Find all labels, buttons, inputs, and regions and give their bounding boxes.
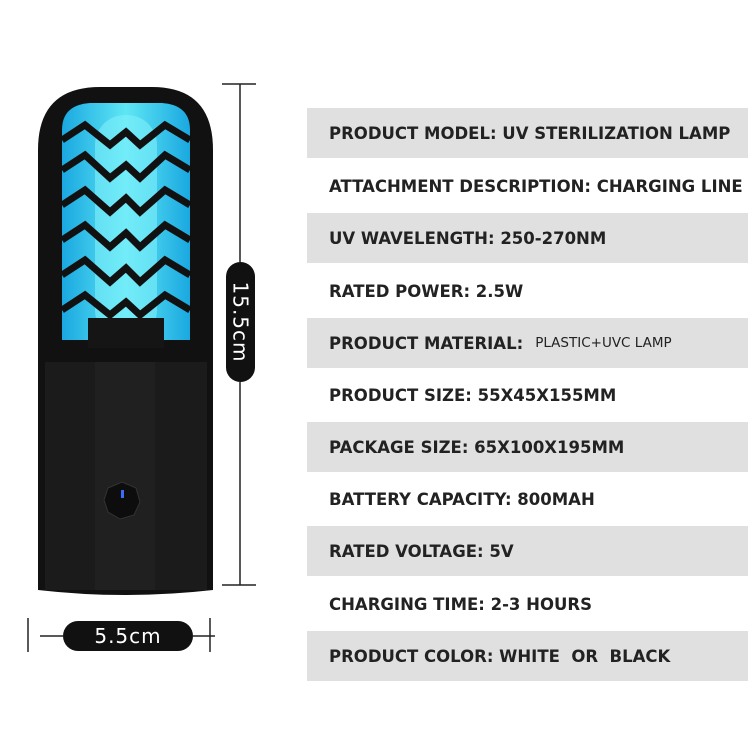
spec-row: PRODUCT COLOR: WHITE OR BLACK <box>307 631 748 681</box>
spec-row: PRODUCT MATERIAL:PLASTIC+UVC LAMP <box>307 318 748 368</box>
spec-row: RATED VOLTAGE: 5V <box>307 526 748 576</box>
spec-row: PRODUCT SIZE: 55X45X155MM <box>329 385 617 405</box>
uv-lamp-image <box>27 83 256 652</box>
spec-row: RATED POWER: 2.5W <box>329 281 524 301</box>
spec-row: ATTACHMENT DESCRIPTION: CHARGING LINE <box>329 176 743 196</box>
spec-row: UV WAVELENGTH: 250-270NM <box>307 213 748 263</box>
width-dimension-label: 5.5cm <box>63 621 193 651</box>
power-button[interactable] <box>103 481 141 520</box>
height-dimension-label: 15.5cm <box>226 262 255 382</box>
spec-row: CHARGING TIME: 2-3 HOURS <box>329 594 592 614</box>
spec-row: PACKAGE SIZE: 65X100X195MM <box>307 422 748 472</box>
spec-row: PRODUCT MODEL: UV STERILIZATION LAMP <box>307 108 748 158</box>
spec-row: BATTERY CAPACITY: 800MAH <box>329 489 595 509</box>
